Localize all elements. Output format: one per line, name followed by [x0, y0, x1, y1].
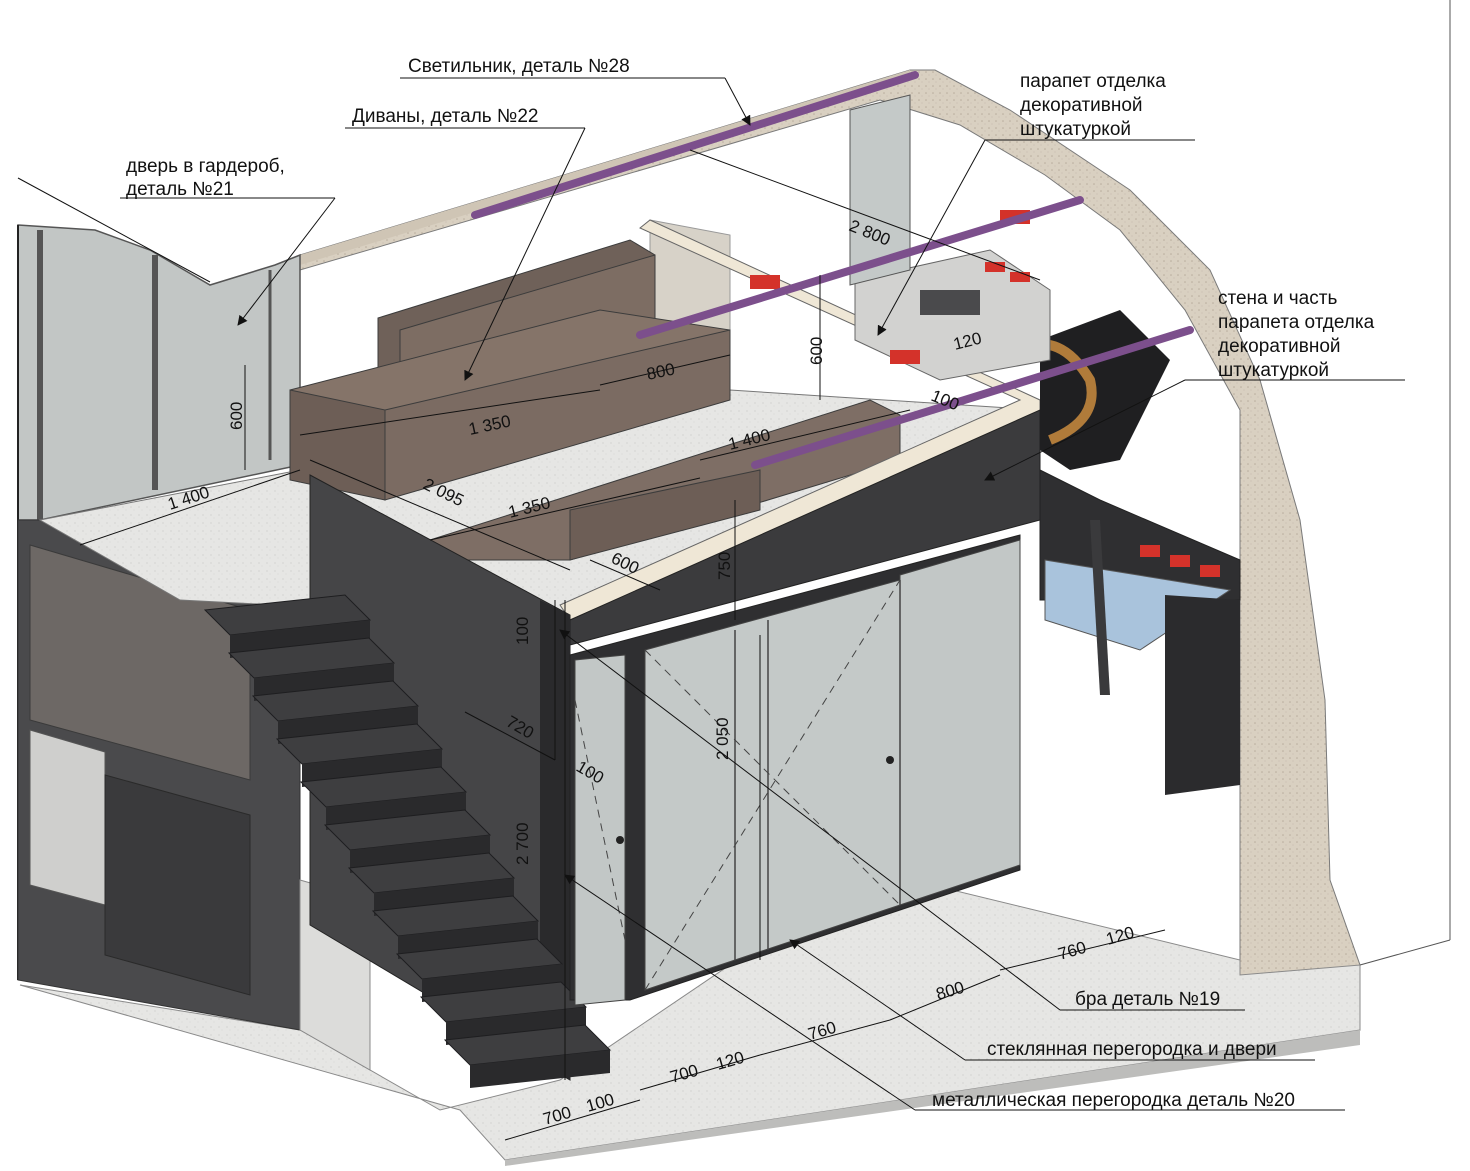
light-rails — [471, 71, 1194, 469]
dimension-lines — [79, 149, 1166, 1141]
stair-riser — [374, 878, 514, 916]
dim-2700: 2 700 — [513, 822, 532, 865]
dim-750: 750 — [715, 552, 734, 580]
stair-riser — [422, 964, 562, 1002]
dim-600-right: 600 — [807, 337, 826, 365]
callout-metal-partition: металлическая перегородка деталь №20 — [932, 1090, 1295, 1111]
dim-600-left: 600 — [227, 402, 246, 430]
light-rail — [636, 196, 1084, 339]
stair-riser — [398, 921, 538, 959]
callout-wardrobe-door-2: деталь №21 — [126, 179, 234, 200]
callout-glass-partition: стеклянная перегородка и двери — [987, 1039, 1277, 1060]
desk-area — [1017, 310, 1241, 795]
callout-wall-3: декоративной — [1218, 336, 1341, 357]
stair-riser — [326, 792, 466, 830]
kitchen-block — [750, 94, 1051, 381]
callout-wall-2: парапета отделка — [1218, 312, 1375, 333]
callout-lamp: Светильник, деталь №28 — [408, 56, 630, 77]
callout-wardrobe-door-1: дверь в гардероб, — [126, 156, 285, 177]
glass-partition — [569, 534, 1021, 1006]
callout-wall-1: стена и часть — [1218, 288, 1338, 309]
callout-sconce: бра деталь №19 — [1075, 989, 1221, 1010]
light-rail — [471, 71, 919, 219]
stair-riser — [470, 1050, 610, 1088]
stair-riser — [350, 835, 490, 873]
stair-riser — [278, 706, 418, 744]
callout-parapet-2: декоративной — [1020, 95, 1143, 116]
light-rail — [751, 326, 1194, 469]
callout-wall-4: штукатуркой — [1218, 360, 1330, 381]
floor — [19, 869, 1361, 1166]
callout-parapet-1: парапет отделка — [1020, 71, 1166, 92]
stair-riser — [254, 663, 394, 701]
leader-lines — [17, 77, 1405, 1111]
dim-100-vert: 100 — [513, 617, 532, 645]
callout-parapet-3: штукатуркой — [1020, 119, 1132, 140]
stair-riser — [230, 620, 370, 658]
stair-riser — [446, 1007, 586, 1045]
staircase — [203, 594, 612, 1088]
callout-sofas: Диваны, деталь №22 — [352, 106, 539, 127]
stair-riser — [302, 749, 442, 787]
